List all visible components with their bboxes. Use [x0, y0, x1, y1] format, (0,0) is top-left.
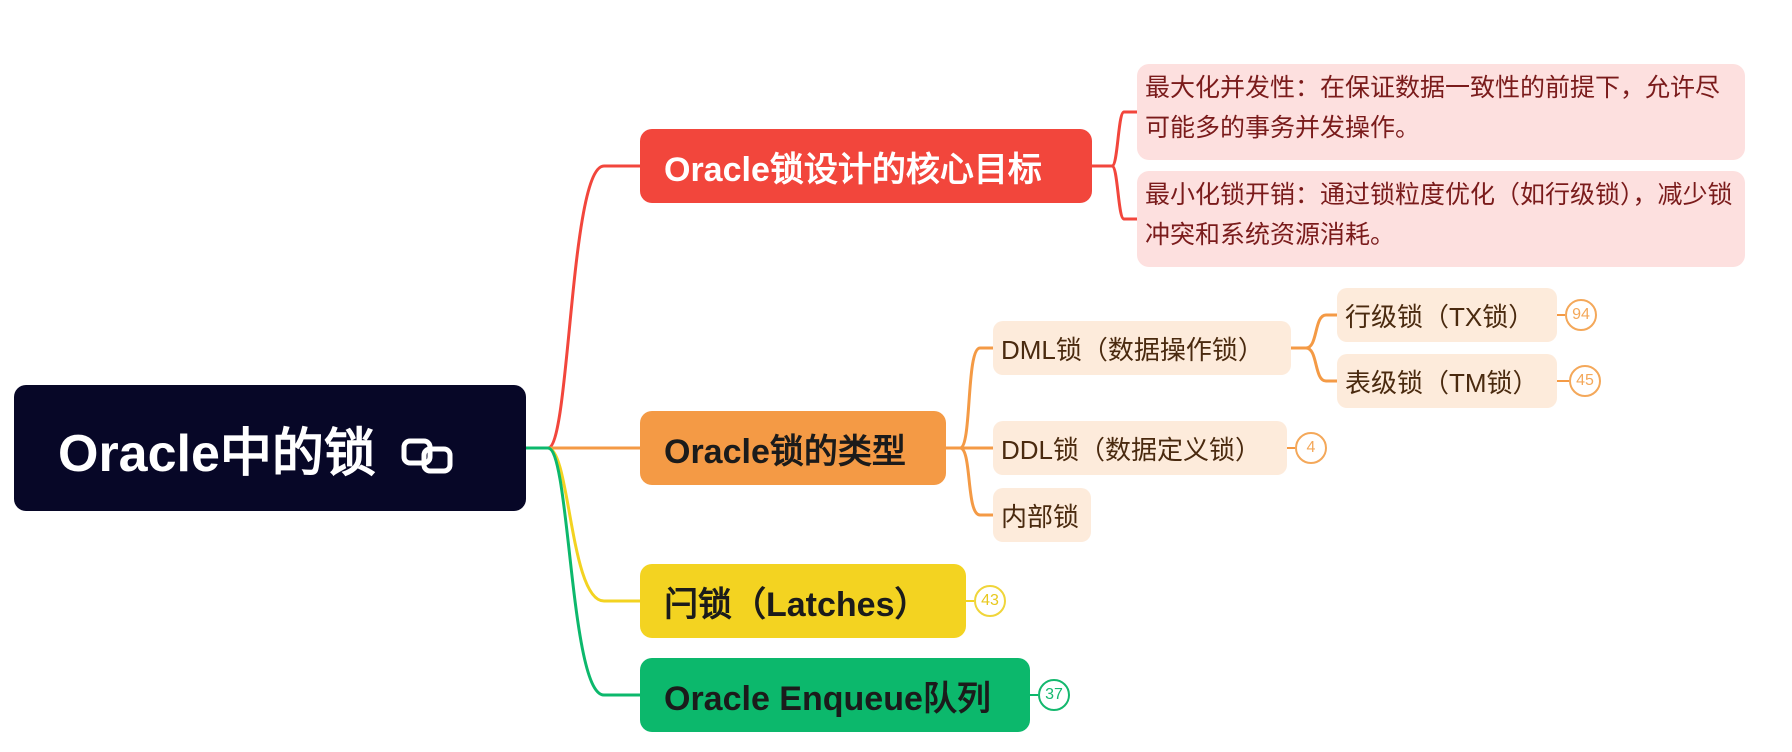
subtopic-table-lock-tm-label: 表级锁（TM锁） — [1345, 367, 1539, 398]
note-min-overhead[interactable]: 最小化锁开销：通过锁粒度优化（如行级锁），减少锁冲突和系统资源消耗。 — [1137, 171, 1745, 267]
note-min-overhead-text: 最小化锁开销：通过锁粒度优化（如行级锁），减少锁冲突和系统资源消耗。 — [1145, 181, 1733, 249]
subtopic-row-lock-tx[interactable]: 行级锁（TX锁） — [1337, 288, 1557, 342]
subtopic-ddl-lock-label: DDL锁（数据定义锁） — [1001, 434, 1262, 465]
collapsed-count-badge-tm[interactable]: 45 — [1569, 365, 1601, 397]
branch-enqueue-label: Oracle Enqueue队列 — [664, 679, 991, 718]
connector-dml-tx — [1291, 313, 1337, 350]
connector-types-dml — [946, 346, 993, 450]
connector-root-latches — [526, 446, 640, 603]
subtopic-internal-lock-label: 内部锁 — [1001, 501, 1080, 532]
connector-root-goals — [526, 164, 640, 450]
branch-core-goals-label: Oracle锁设计的核心目标 — [664, 150, 1042, 189]
branch-latches[interactable]: 闩锁（Latches） — [640, 564, 966, 638]
collapsed-count-badge-tx[interactable]: 94 — [1565, 299, 1597, 331]
branch-lock-types-label: Oracle锁的类型 — [664, 432, 906, 471]
collapsed-count-tm: 45 — [1576, 372, 1594, 389]
collapsed-count-tx: 94 — [1572, 306, 1590, 323]
collapsed-count-badge-latches[interactable]: 43 — [974, 585, 1006, 617]
subtopic-internal-lock[interactable]: 内部锁 — [993, 488, 1091, 542]
root-topic[interactable]: Oracle中的锁 — [14, 385, 526, 511]
collapsed-count-badge-enqueue[interactable]: 37 — [1038, 679, 1070, 711]
collapsed-count-latches: 43 — [981, 592, 999, 609]
subtopic-table-lock-tm[interactable]: 表级锁（TM锁） — [1337, 354, 1557, 408]
connector-root-enqueue — [526, 446, 640, 697]
subtopic-ddl-lock[interactable]: DDL锁（数据定义锁） — [993, 421, 1287, 475]
subtopic-dml-lock[interactable]: DML锁（数据操作锁） — [993, 321, 1291, 375]
branch-latches-label: 闩锁（Latches） — [664, 585, 929, 624]
root-topic-label: Oracle中的锁 — [58, 424, 376, 483]
branch-enqueue[interactable]: Oracle Enqueue队列 — [640, 658, 1030, 732]
subtopic-row-lock-tx-label: 行级锁（TX锁） — [1345, 301, 1535, 332]
connector-dml-tm — [1291, 346, 1337, 383]
branch-core-goals[interactable]: Oracle锁设计的核心目标 — [640, 129, 1092, 203]
connector-types-internal — [946, 446, 993, 517]
note-max-concurrency[interactable]: 最大化并发性：在保证数据一致性的前提下，允许尽可能多的事务并发操作。 — [1137, 64, 1745, 160]
connector-goals-note2 — [1092, 164, 1137, 221]
collapsed-count-badge-ddl[interactable]: 4 — [1295, 432, 1327, 464]
collapsed-count-ddl: 4 — [1306, 439, 1316, 456]
link-icon[interactable] — [400, 428, 458, 474]
note-max-concurrency-text: 最大化并发性：在保证数据一致性的前提下，允许尽可能多的事务并发操作。 — [1145, 74, 1721, 142]
subtopic-dml-lock-label: DML锁（数据操作锁） — [1001, 334, 1264, 365]
collapsed-count-enqueue: 37 — [1045, 686, 1063, 703]
branch-lock-types[interactable]: Oracle锁的类型 — [640, 411, 946, 485]
connector-goals-note1 — [1092, 110, 1137, 168]
